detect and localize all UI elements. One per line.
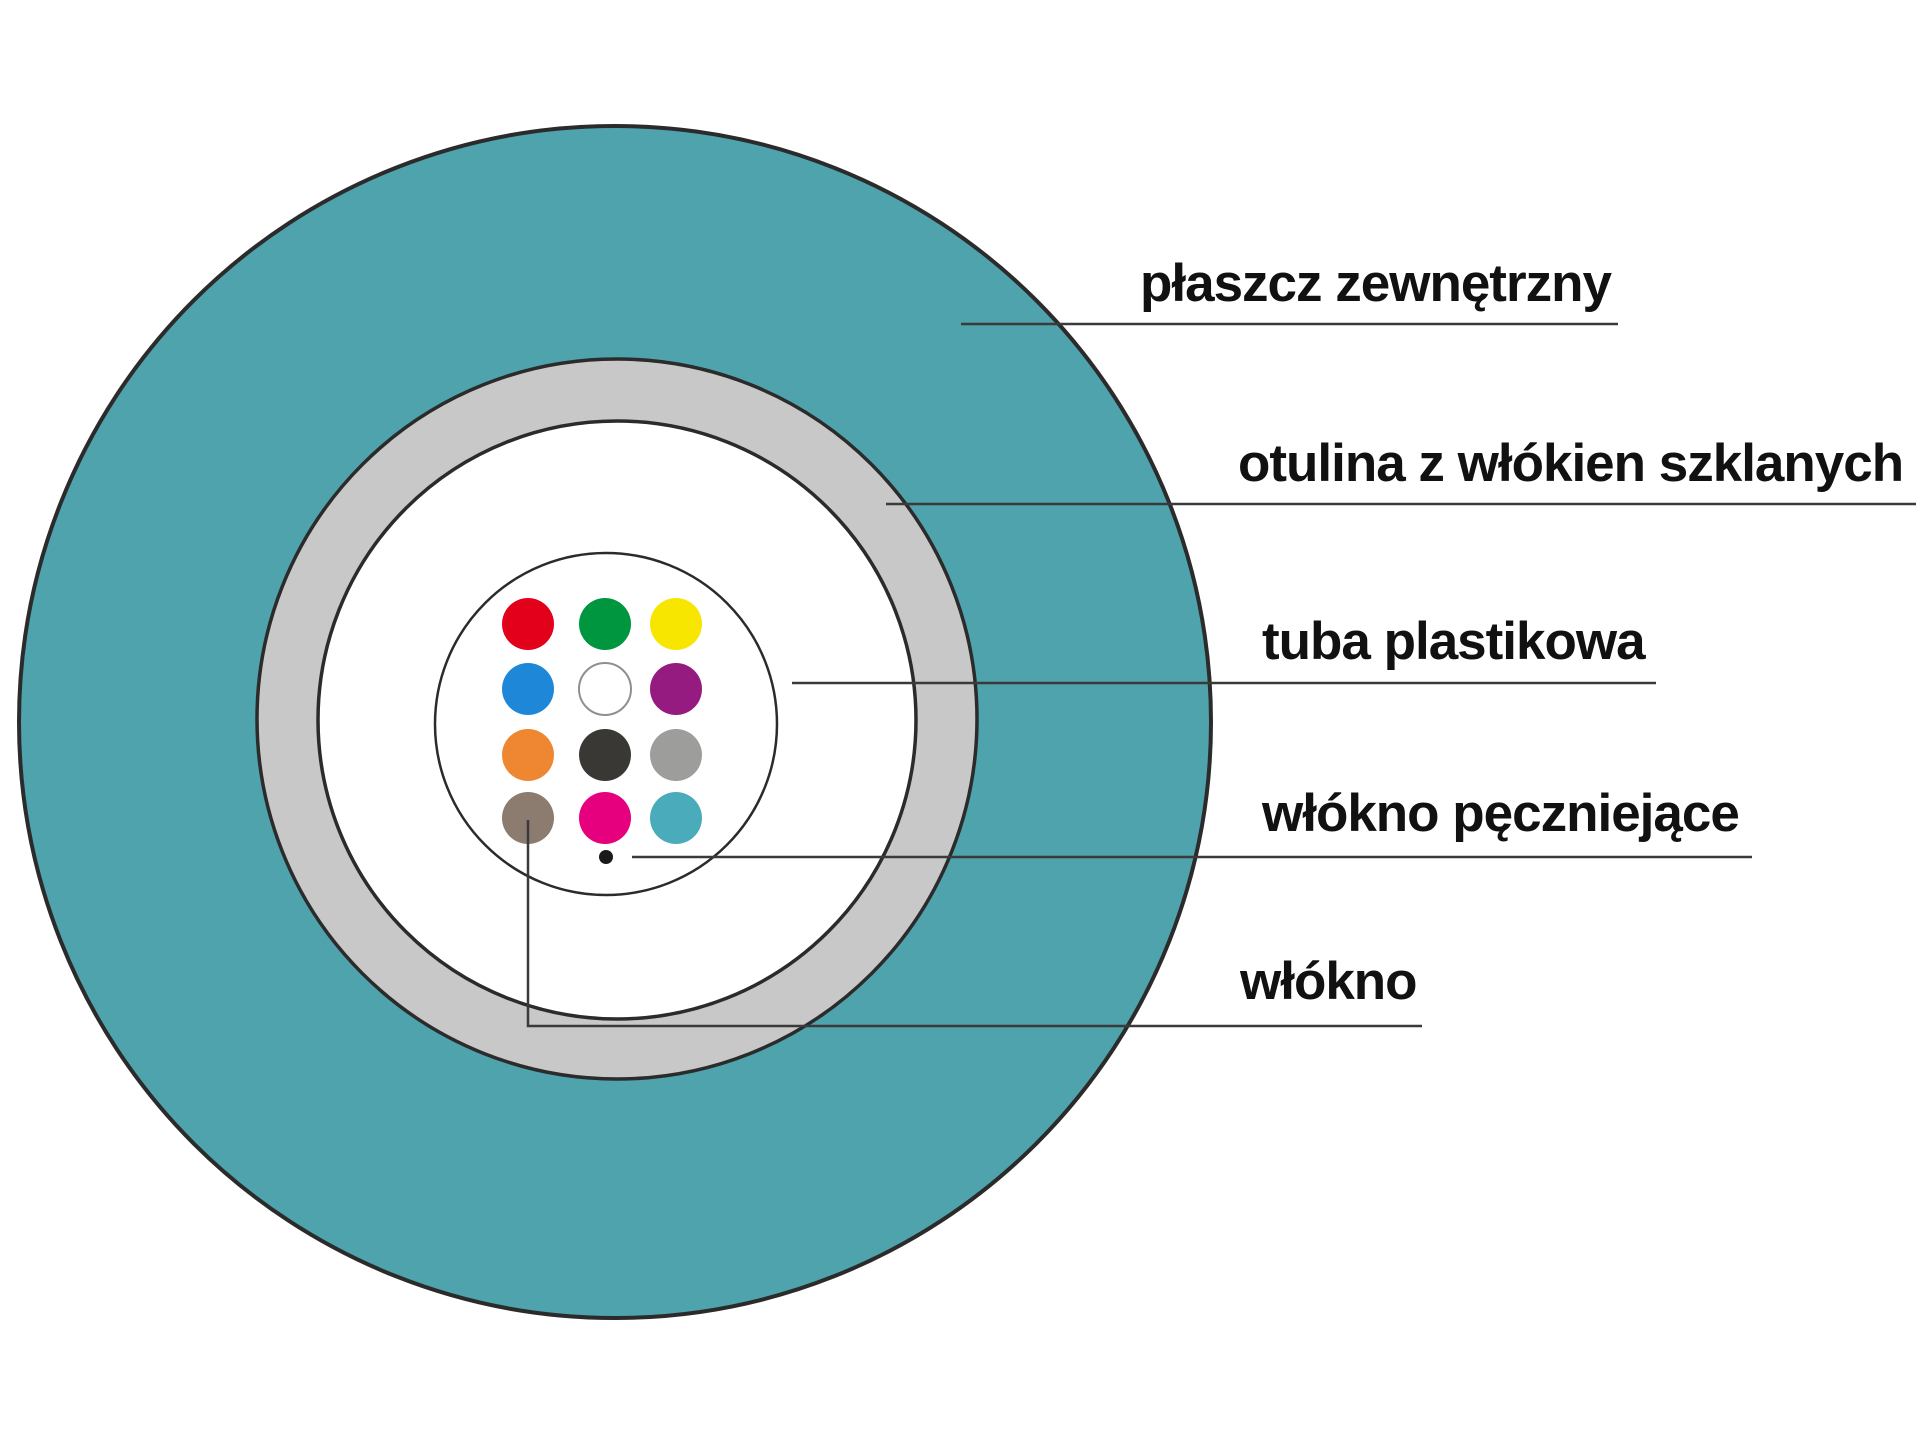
- fiber-dot-rose: [579, 792, 631, 844]
- label-jacket: płaszcz zewnętrzny: [1140, 254, 1612, 313]
- label-fiber: włókno: [1239, 952, 1417, 1011]
- fiber-dot-green: [579, 598, 631, 650]
- label-glass-wrap: otulina z włókien szklanych: [1238, 434, 1903, 493]
- fiber-dot-yellow: [650, 598, 702, 650]
- label-swelling-fiber: włókno pęczniejące: [1261, 784, 1739, 843]
- leader-line-fiber: [526, 820, 1422, 1028]
- fiber-dot-brown: [502, 792, 554, 844]
- fiber-dot-white: [578, 662, 632, 716]
- fiber-dot-red: [502, 598, 554, 650]
- fiber-dot-slate: [650, 729, 702, 781]
- fiber-dot-blue: [502, 663, 554, 715]
- fiber-dot-black: [579, 729, 631, 781]
- fiber-dot-violet: [650, 663, 702, 715]
- fiber-dot-orange: [502, 729, 554, 781]
- swelling-fiber-dot: [599, 850, 613, 864]
- label-tube: tuba plastikowa: [1262, 612, 1646, 671]
- fiber-dot-aqua: [650, 792, 702, 844]
